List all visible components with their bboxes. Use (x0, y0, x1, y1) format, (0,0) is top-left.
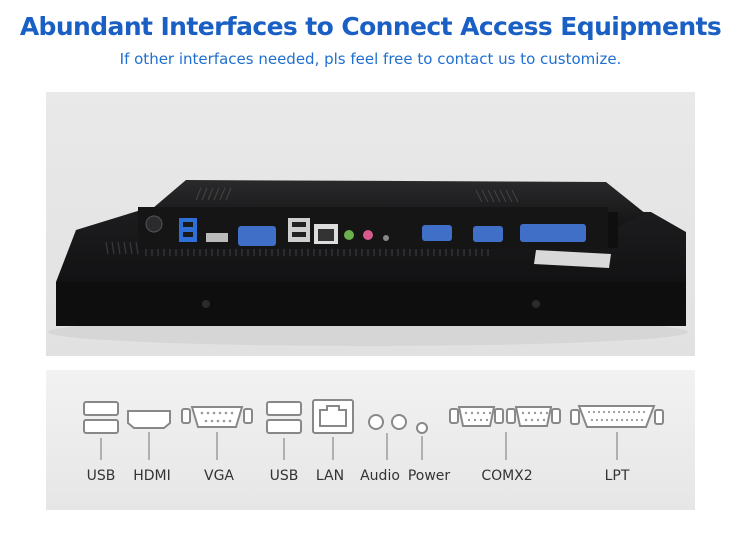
page-title: Abundant Interfaces to Connect Access Eq… (19, 12, 722, 41)
hdmi-icon (127, 410, 171, 429)
page-subtitle: If other interfaces needed, pls feel fre… (119, 50, 622, 68)
lpt-icon (570, 405, 664, 428)
usb-icon-2 (266, 401, 302, 434)
industrial-monitor-image (48, 180, 688, 346)
label-com: COMX2 (481, 468, 533, 484)
power-icon (416, 422, 428, 434)
label-hdmi: HDMI (133, 468, 171, 484)
label-audio: Audio (360, 468, 400, 484)
lan-icon (312, 399, 354, 434)
label-vga: VGA (203, 468, 235, 484)
port-icons (83, 399, 664, 460)
audio-icon (368, 414, 407, 430)
label-power: Power (407, 468, 451, 484)
bottom-spacer (0, 523, 741, 533)
vga-icon (181, 406, 253, 428)
label-usb-2: USB (269, 468, 299, 484)
usb-icon (83, 401, 119, 434)
label-lpt: LPT (604, 468, 630, 484)
interface-diagram (46, 370, 695, 510)
com-icon (449, 406, 561, 427)
product-photo (46, 92, 695, 356)
label-lan: LAN (315, 468, 345, 484)
label-usb: USB (86, 468, 116, 484)
